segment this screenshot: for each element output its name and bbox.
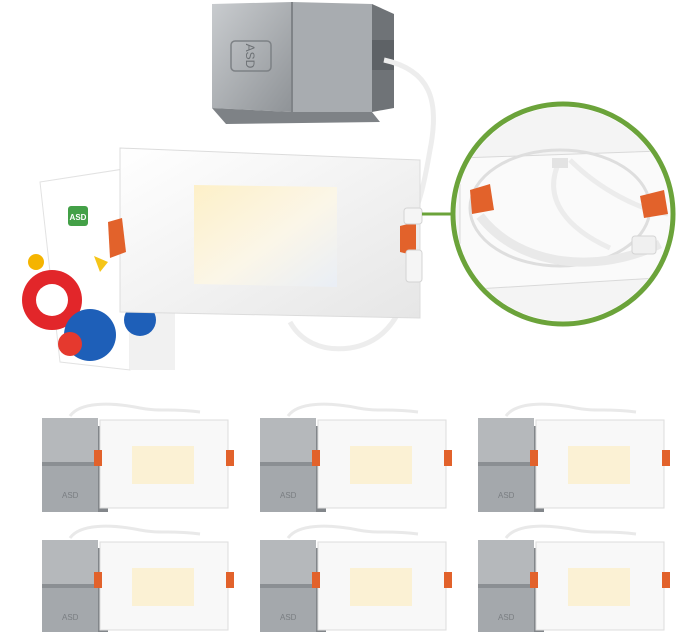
pack-unit-2	[258, 402, 454, 514]
wire-connector-lower	[405, 249, 423, 283]
pack-unit-3	[476, 402, 672, 514]
pack-unit-4	[40, 524, 236, 632]
main-panel-light	[108, 147, 423, 319]
junction-box: ASD	[212, 2, 394, 124]
spring-clip-left	[108, 218, 126, 258]
junction-box-logo: ASD	[230, 40, 272, 72]
pack-unit-6	[476, 524, 672, 632]
junction-box-logo-text: ASD	[243, 44, 257, 69]
box-logo-badge	[68, 206, 88, 226]
zoom-callout	[450, 101, 676, 327]
box-logo-text: ASD	[70, 213, 87, 222]
pack-unit-5	[258, 524, 454, 632]
pack-unit-1	[40, 402, 236, 514]
spring-clip-right	[400, 222, 416, 256]
main-panel-lens	[194, 185, 337, 287]
wire-connector	[403, 207, 423, 225]
